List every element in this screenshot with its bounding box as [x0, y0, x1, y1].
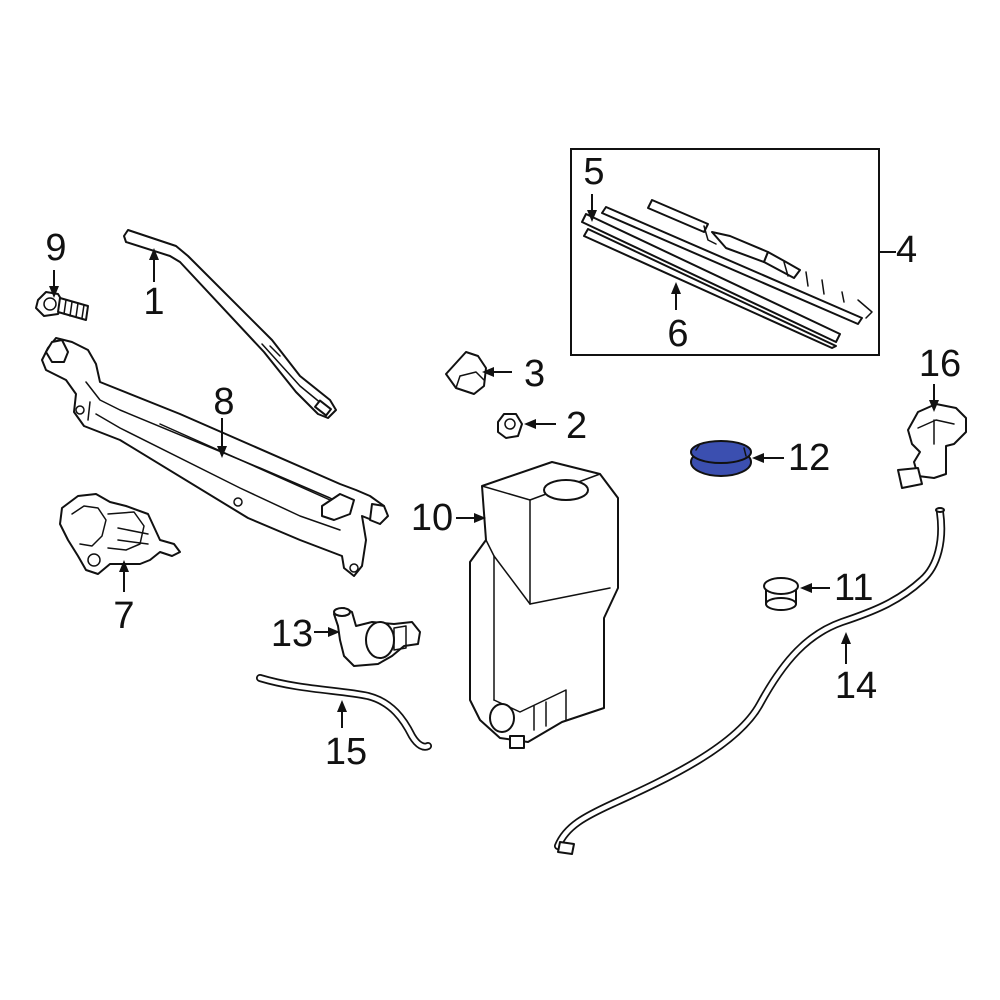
- washer-reservoir[interactable]: [469, 461, 619, 749]
- callout-1: 1: [143, 281, 164, 323]
- cap-top: [690, 440, 752, 464]
- callout-16: 16: [919, 343, 961, 385]
- callout-12: 12: [788, 437, 830, 479]
- callout-labels: 1 2 3 4 5 6 7 8 9 10 11 12 13 14 15 16: [45, 151, 961, 773]
- callout-5: 5: [583, 151, 604, 193]
- callout-11: 11: [834, 567, 873, 609]
- wiper-blade[interactable]: [581, 199, 873, 349]
- washer-pump[interactable]: [333, 607, 421, 667]
- callout-15: 15: [325, 731, 367, 773]
- washer-nozzle[interactable]: [897, 403, 967, 489]
- callout-4: 4: [896, 229, 917, 271]
- callout-2: 2: [566, 405, 587, 447]
- callout-7: 7: [113, 595, 134, 637]
- callout-14: 14: [835, 665, 877, 707]
- reservoir-grommet[interactable]: [763, 577, 799, 611]
- callout-3: 3: [524, 353, 545, 395]
- arm-nut[interactable]: [497, 413, 523, 439]
- wiper-linkage[interactable]: [41, 337, 389, 577]
- reservoir-cap[interactable]: [690, 440, 752, 477]
- callout-10: 10: [411, 497, 453, 539]
- wiper-blade-inset: [570, 148, 880, 356]
- arm-cap[interactable]: [445, 351, 487, 395]
- leader-lines: [49, 194, 939, 728]
- callout-9: 9: [45, 227, 66, 269]
- wiper-arm[interactable]: [123, 229, 337, 419]
- callout-8: 8: [213, 381, 234, 423]
- mounting-bolt[interactable]: [35, 291, 89, 321]
- washer-hose-short[interactable]: [256, 674, 432, 751]
- wiper-motor[interactable]: [59, 493, 181, 575]
- washer-hose-long[interactable]: [554, 507, 946, 855]
- callout-13: 13: [271, 613, 313, 655]
- callout-6: 6: [667, 313, 688, 355]
